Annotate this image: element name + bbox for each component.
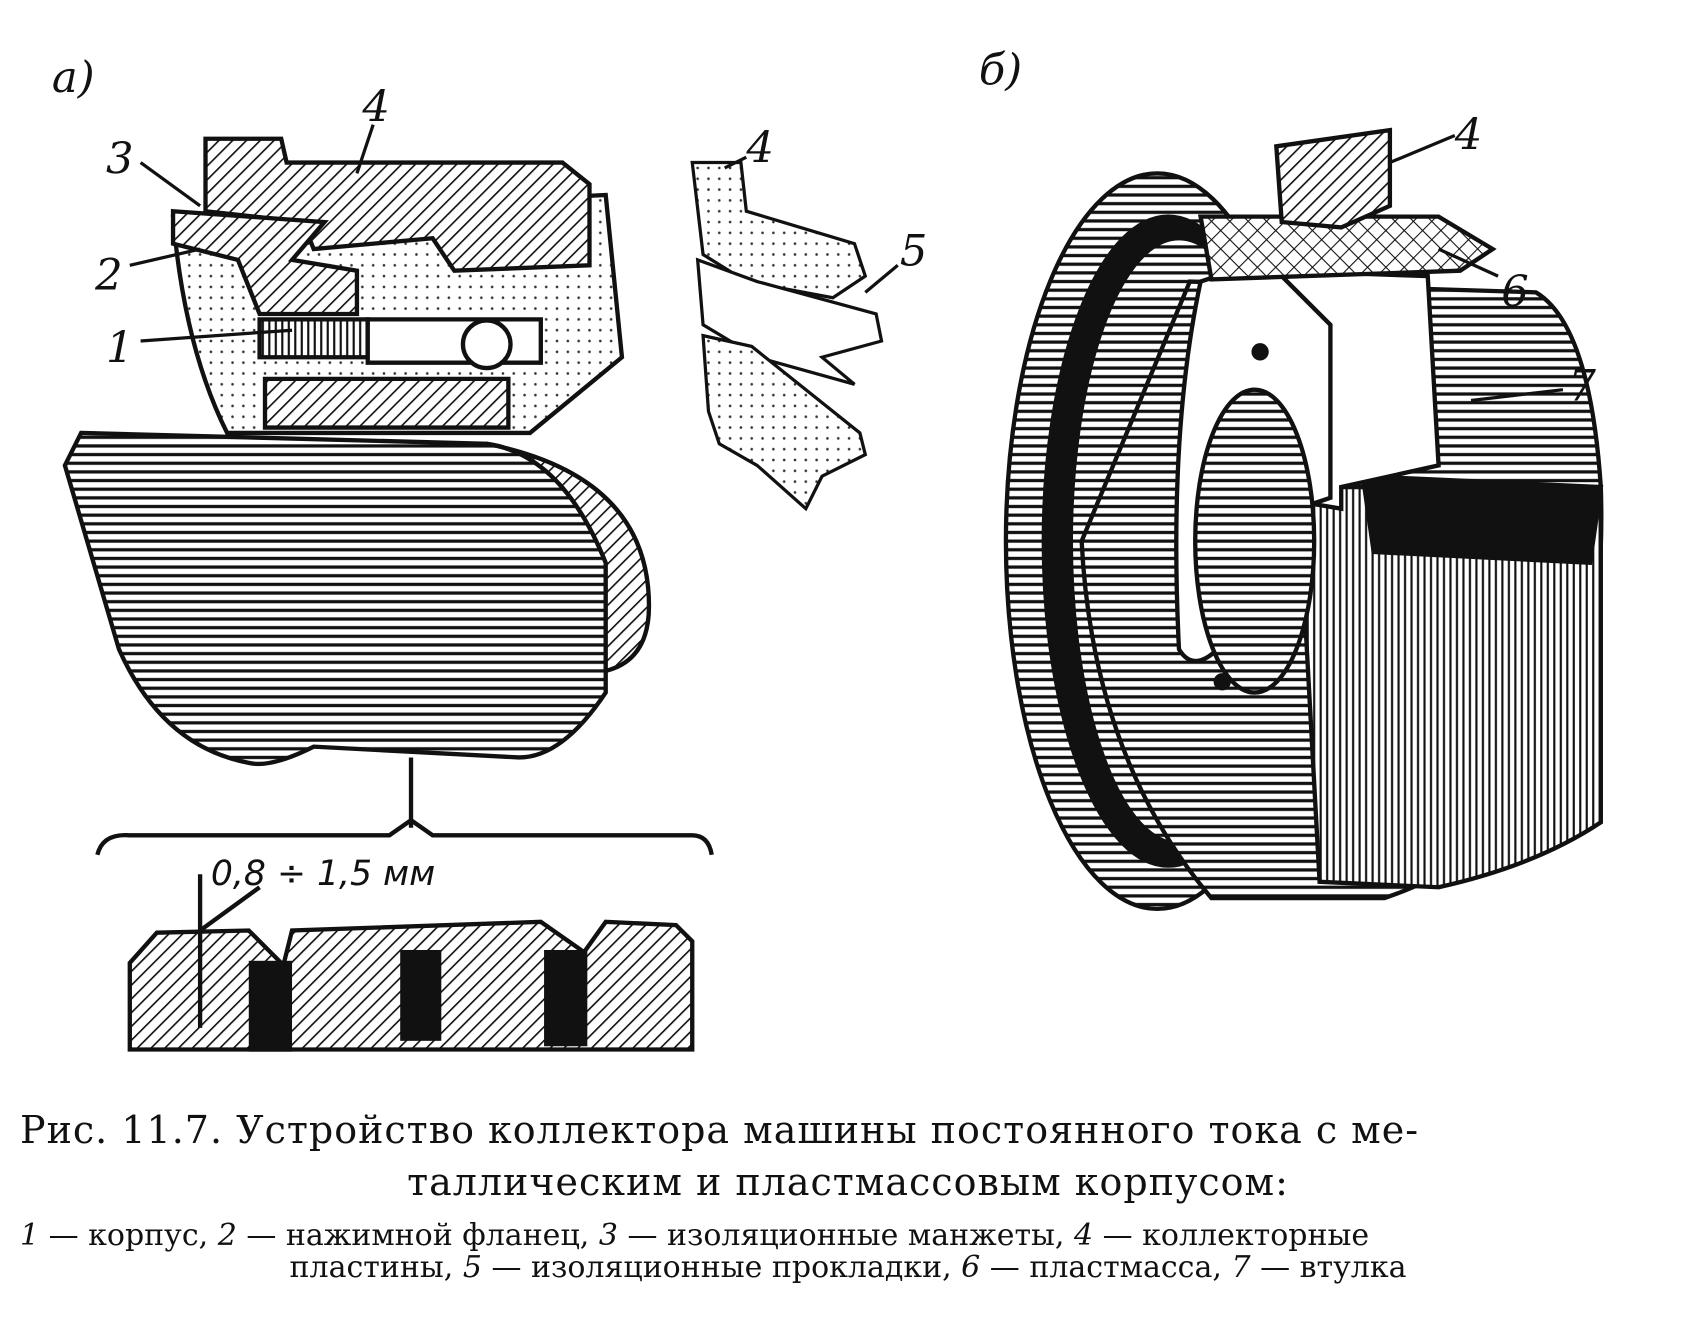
segment-cross-section [127, 874, 695, 1052]
legend-text: — втулка [1250, 1250, 1407, 1285]
collector-plastic-housing [1003, 127, 1604, 912]
legend-num: 5 [462, 1250, 482, 1285]
caption-line-1: Рис. 11.7. Устройство коллектора машины … [20, 1108, 1420, 1152]
legend-text: — коллекторные [1093, 1218, 1370, 1253]
collector-plates-and-insulation [690, 160, 884, 512]
panel-a-label: а) [52, 53, 95, 103]
legend-text: — изоляционные манжеты, [617, 1218, 1074, 1253]
legend-num: 3 [598, 1218, 618, 1253]
callout-b-7: 7 [1568, 362, 1596, 412]
collector-metal-housing [62, 136, 714, 856]
caption-legend-line-2: пластины, 5 — изоляционные прокладки, 6 … [0, 1250, 1696, 1285]
caption-line-2: таллическим и пластмассовым корпусом: [407, 1160, 1289, 1204]
callout-a-3: 3 [106, 134, 134, 184]
callout-a-2: 2 [94, 251, 123, 301]
callout-parts-4: 4 [745, 124, 774, 174]
legend-num: 1 [20, 1218, 40, 1253]
callout-b-6: 6 [1501, 267, 1529, 317]
legend-text: — изоляционные прокладки, [481, 1250, 962, 1285]
legend-num: 4 [1074, 1218, 1094, 1253]
legend-text: пластины, [289, 1250, 463, 1285]
callout-parts-5: 5 [900, 226, 928, 276]
callout-a-4: 4 [361, 82, 390, 132]
legend-num: 2 [217, 1218, 237, 1253]
legend-text: — корпус, [39, 1218, 218, 1253]
legend-num: 7 [1231, 1250, 1251, 1285]
caption-legend-line-1: 1 — корпус, 2 — нажимной фланец, 3 — изо… [20, 1218, 1696, 1253]
callout-a-1: 1 [106, 324, 134, 374]
callout-leaders [129, 124, 1564, 403]
dimension-label: 0,8 ÷ 1,5 мм [211, 854, 435, 894]
legend-num: 6 [961, 1250, 981, 1285]
legend-text: — пластмасса, [980, 1250, 1232, 1285]
panel-b-label: б) [979, 46, 1022, 96]
legend-text: — нажимной фланец, [236, 1218, 599, 1253]
callout-b-4: 4 [1454, 111, 1483, 161]
